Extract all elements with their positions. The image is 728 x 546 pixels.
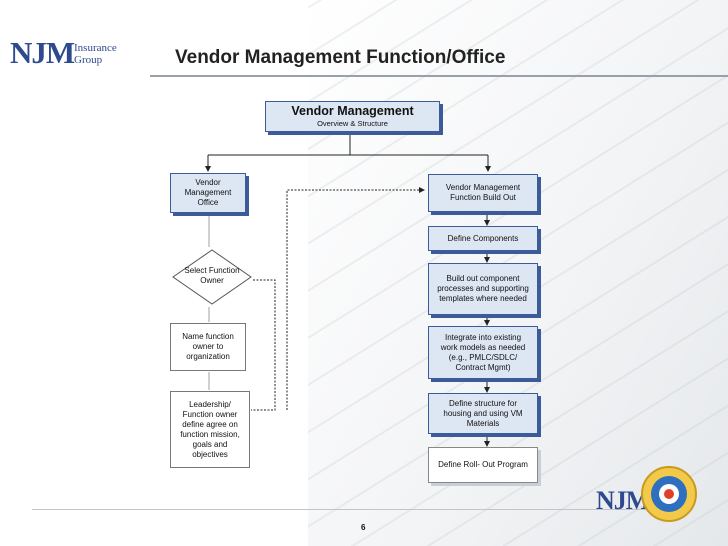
buildout-line: Function Build Out: [450, 193, 516, 202]
vm-function-build-out-box: Vendor Management Function Build Out: [428, 174, 538, 212]
decision-diamond-shape: [172, 249, 252, 305]
njm-logo: NJM Insurance Group: [6, 36, 126, 70]
define-mission-box: Leadership/ Function owner define agree …: [170, 391, 250, 468]
vendor-management-office-box: Vendor Management Office: [170, 173, 246, 213]
dashed-loop-left: [251, 279, 276, 411]
integrate-line: work models as needed: [440, 342, 526, 352]
build-out-line: templates where needed: [439, 294, 527, 303]
root-subtitle: Overview & Structure: [317, 119, 388, 128]
structure-line: Define structure for: [448, 398, 518, 408]
step-line: function mission,: [180, 429, 240, 439]
structure-line: housing and using VM: [443, 408, 523, 418]
step-line: Function owner: [182, 409, 238, 419]
rollout-label: Define Roll- Out Program: [438, 460, 528, 469]
integrate-models-box: Integrate into existing work models as n…: [428, 326, 538, 379]
decision-line: Select Function: [184, 266, 240, 275]
office-line: Office: [197, 198, 219, 207]
build-out-line: processes and supporting: [437, 284, 529, 293]
award-seal-icon: [641, 466, 697, 522]
step-line: Name function: [182, 332, 234, 341]
decision-label: Select Function Owner: [172, 266, 252, 286]
step-line: Leadership/: [189, 399, 231, 409]
buildout-line: Vendor Management: [445, 183, 521, 192]
step-line: objectives: [192, 449, 228, 459]
build-out-component-box: Build out component processes and suppor…: [428, 263, 538, 315]
define-structure-box: Define structure for housing and using V…: [428, 393, 538, 434]
logo-mark: NJM: [10, 35, 75, 70]
page-number: 6: [361, 523, 366, 532]
title-divider: [150, 75, 728, 77]
logo-sub-group: Group: [74, 54, 103, 66]
integrate-line: (e.g., PMLC/SDLC/: [448, 352, 518, 362]
footer-divider: [32, 509, 688, 510]
define-components-box: Define Components: [428, 226, 538, 251]
step-line: define agree on: [182, 419, 238, 429]
build-out-line: Build out component: [446, 274, 520, 283]
page-title: Vendor Management Function/Office: [175, 47, 506, 68]
logo-sub-insurance: Insurance: [74, 42, 117, 54]
select-owner-decision: Select Function Owner: [172, 249, 252, 305]
vendor-management-root-box: Vendor Management Overview & Structure: [265, 101, 440, 132]
root-title: Vendor Management: [291, 104, 414, 118]
name-function-owner-box: Name function owner to organization: [170, 323, 246, 371]
step-line: goals and: [192, 439, 228, 449]
integrate-line: Contract Mgmt): [455, 362, 511, 372]
dashed-link-to-buildout: [286, 187, 425, 410]
integrate-line: Integrate into existing: [444, 332, 522, 342]
step-line: organization: [186, 352, 230, 361]
decision-line: Owner: [200, 276, 224, 285]
office-line: Management: [184, 188, 232, 197]
define-components-label: Define Components: [447, 233, 519, 243]
office-line: Vendor: [195, 178, 221, 187]
define-rollout-box: Define Roll- Out Program: [428, 447, 538, 483]
structure-line: Materials: [466, 418, 500, 428]
step-line: owner to: [192, 342, 224, 351]
